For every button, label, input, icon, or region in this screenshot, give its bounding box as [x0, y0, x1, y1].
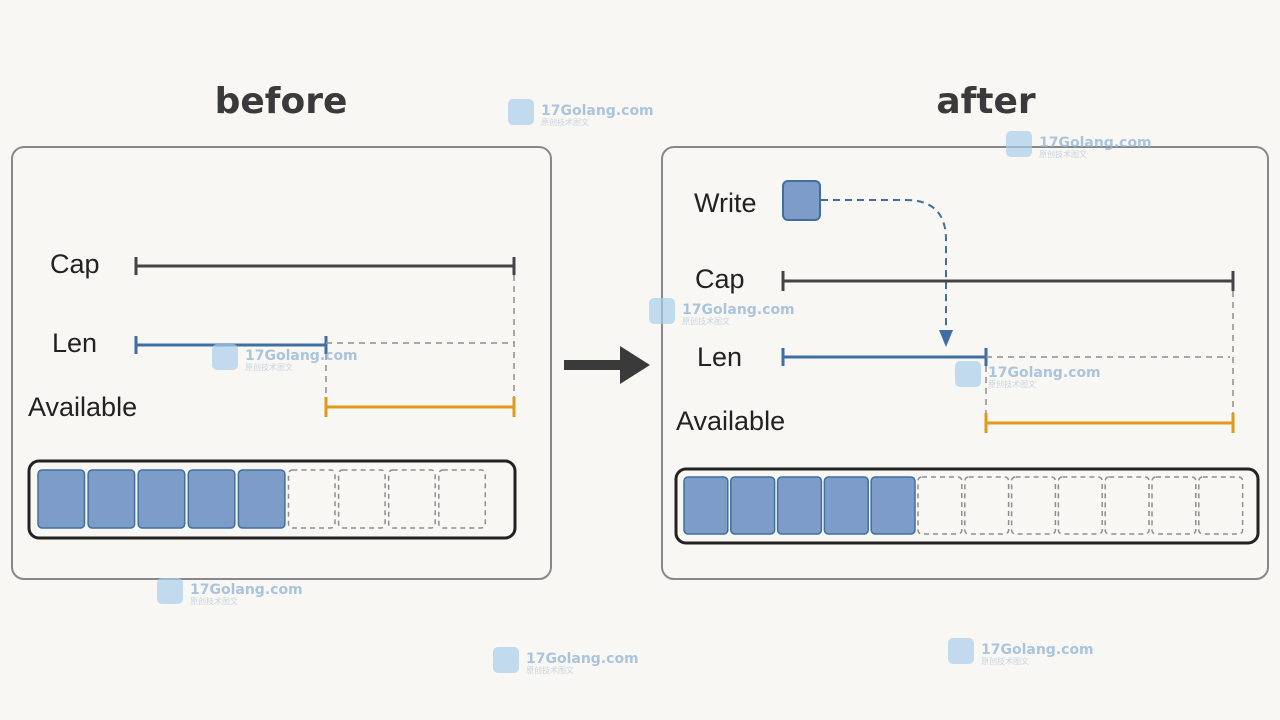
logo-icon	[1006, 131, 1032, 157]
watermark-text: 17Golang.com	[1039, 135, 1152, 151]
before-filled-slot	[137, 469, 186, 529]
before-panel	[11, 146, 552, 580]
before-title: before	[215, 81, 348, 122]
watermark-text: 17Golang.com	[981, 642, 1094, 658]
after-available-line	[984, 413, 1235, 433]
after-empty-slot	[1198, 476, 1244, 535]
after-empty-slot	[917, 476, 963, 535]
after-dashed-guides	[985, 291, 1234, 414]
after-cap-label: Cap	[695, 264, 745, 294]
watermark-text: 17Golang.com	[190, 582, 303, 598]
after-panel	[661, 146, 1269, 580]
after-filled-slot	[776, 476, 823, 535]
logo-icon	[955, 361, 981, 387]
before-empty-slot	[337, 469, 386, 529]
before-cap-label: Cap	[50, 249, 100, 279]
after-write-label: Write	[694, 188, 757, 218]
logo-icon	[493, 647, 519, 673]
before-empty-slot	[438, 469, 487, 529]
before-cap-line	[134, 257, 516, 275]
after-empty-slot	[964, 476, 1010, 535]
watermark-subtext: 原创技术图文	[245, 362, 293, 372]
watermark-subtext: 原创技术图文	[190, 596, 238, 606]
watermarks: 17Golang.com原创技术图文17Golang.com原创技术图文17Go…	[157, 99, 1152, 675]
before-buffer	[27, 459, 517, 540]
after-len-line	[781, 348, 988, 366]
after-filled-slot	[823, 476, 869, 535]
write-arrow	[821, 199, 953, 347]
watermark-text: 17Golang.com	[988, 365, 1101, 381]
before-available-label: Available	[28, 392, 137, 422]
logo-icon	[157, 578, 183, 604]
write-block	[782, 180, 821, 221]
watermark-text: 17Golang.com	[541, 103, 654, 119]
before-empty-slot	[387, 469, 436, 529]
before-section: before Cap Len Available	[11, 81, 552, 580]
after-empty-slot	[1010, 476, 1057, 535]
after-filled-slot	[730, 476, 776, 535]
watermark-text: 17Golang.com	[245, 348, 358, 364]
before-filled-slot	[187, 469, 236, 529]
logo-icon	[948, 638, 974, 664]
before-len-label: Len	[52, 328, 97, 358]
logo-icon	[508, 99, 534, 125]
before-buffer-slots	[37, 469, 487, 529]
after-empty-slot	[1104, 476, 1150, 535]
logo-icon	[212, 344, 238, 370]
logo-icon	[649, 298, 675, 324]
after-filled-slot	[683, 476, 729, 535]
after-buffer	[674, 467, 1260, 545]
watermark-subtext: 原创技术图文	[526, 665, 574, 675]
after-buffer-slots	[683, 476, 1244, 535]
before-filled-slot	[37, 469, 86, 529]
after-section: after Write Cap Len Available	[661, 81, 1269, 580]
before-dashed-guides	[325, 275, 515, 400]
watermark-subtext: 原创技术图文	[1039, 149, 1087, 159]
before-available-line	[324, 397, 516, 417]
watermark-text: 17Golang.com	[682, 302, 795, 318]
before-empty-slot	[287, 469, 336, 529]
after-len-label: Len	[697, 342, 742, 372]
watermark-subtext: 原创技术图文	[682, 316, 730, 326]
after-empty-slot	[1151, 476, 1197, 535]
after-empty-slot	[1057, 476, 1103, 535]
watermark-text: 17Golang.com	[526, 651, 639, 667]
before-filled-slot	[87, 469, 136, 529]
transition-arrow	[564, 346, 650, 384]
after-filled-slot	[870, 476, 916, 535]
after-cap-line	[781, 271, 1235, 291]
watermark-subtext: 原创技术图文	[541, 117, 589, 127]
before-filled-slot	[237, 469, 286, 529]
watermark-subtext: 原创技术图文	[988, 379, 1036, 389]
after-title: after	[936, 81, 1036, 122]
watermark-subtext: 原创技术图文	[981, 656, 1029, 666]
after-available-label: Available	[676, 406, 785, 436]
